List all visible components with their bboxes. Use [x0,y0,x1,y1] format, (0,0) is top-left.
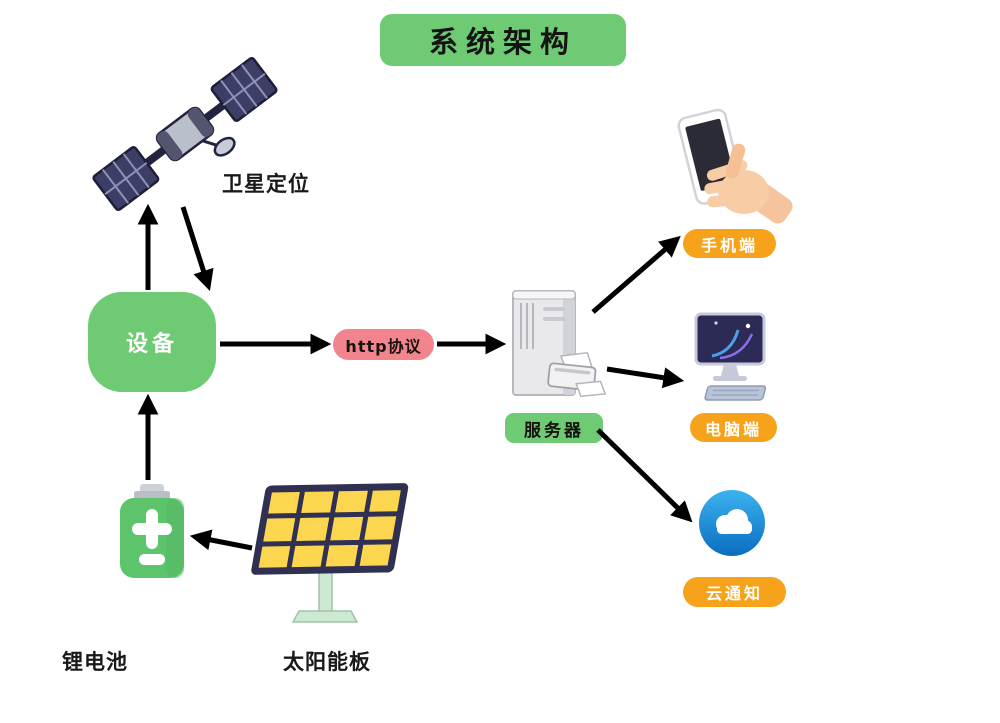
arrow-satellite-to-device [180,206,214,291]
satellite-icon [92,56,278,212]
server-node: 服务器 [505,413,603,443]
solar-label: 太阳能板 [283,650,371,674]
device-node: 设备 [88,292,216,392]
diagram-title: 系统架构 [380,14,626,66]
desktop-node: 电脑端 [690,413,777,442]
arrow-server-to-cloud [596,428,693,523]
server-tower-icon [512,290,607,398]
http-protocol-node: http协议 [333,329,434,360]
mobile-node: 手机端 [683,229,776,258]
cloud-notification-icon [699,490,765,556]
battery-icon [120,484,184,578]
battery-label: 锂电池 [62,650,128,674]
satellite-label: 卫星定位 [222,172,310,196]
hand-holding-phone-icon [677,108,793,224]
solar-panel-icon [251,483,409,623]
cloud-node: 云通知 [683,577,786,607]
arrow-server-to-desktop [606,366,685,389]
desktop-computer-icon [694,312,767,401]
